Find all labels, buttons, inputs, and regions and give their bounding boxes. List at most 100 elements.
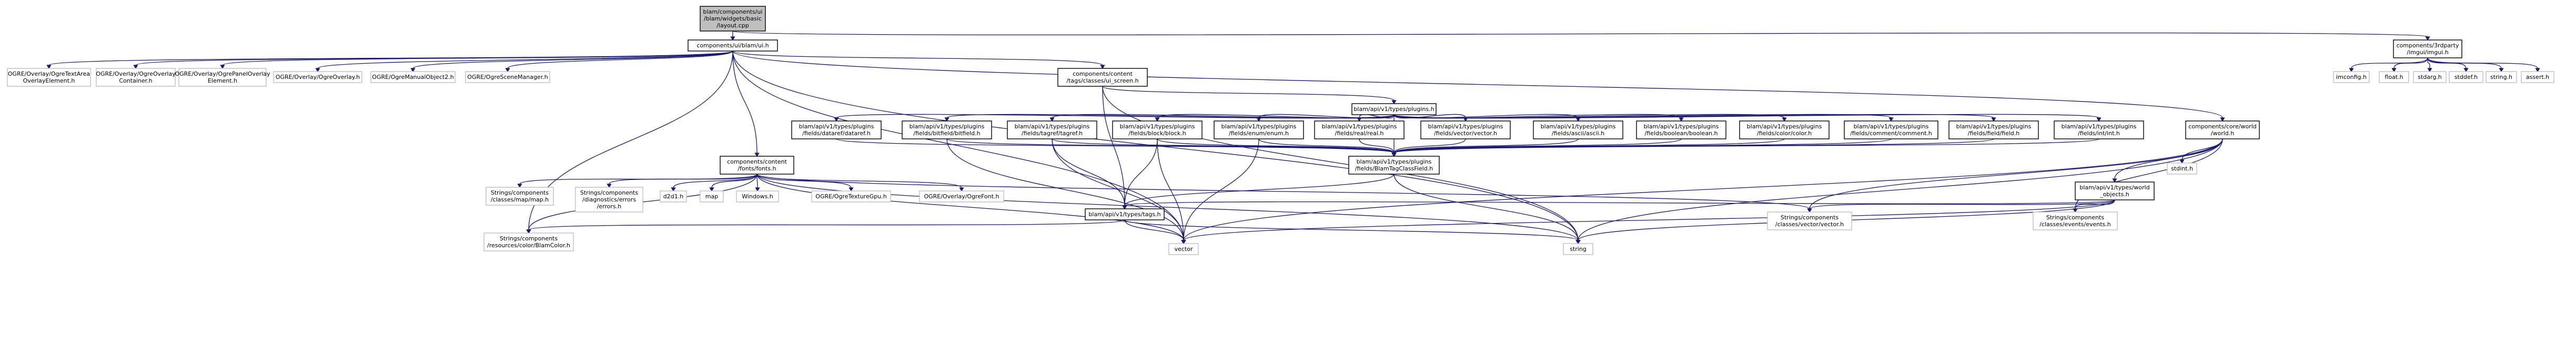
edge-fonts-to-ogre-font: [756, 174, 964, 192]
node-ui-blam[interactable]: components/ui/blam/ui.h: [688, 39, 778, 52]
edge-line: [732, 50, 757, 154]
edge-p-tagref-to-tags: [1052, 138, 1127, 210]
node-label: /fields/field/field.h: [1968, 130, 2020, 137]
node-assert: assert.h: [2521, 71, 2554, 83]
edge-plugins-to-p-enum: [1256, 114, 1395, 122]
edge-arrowhead: [1100, 65, 1105, 69]
node-box: [1007, 120, 1097, 139]
edge-arrowhead: [2349, 68, 2354, 73]
edge-arrowhead: [959, 187, 964, 192]
node-label: blam/api/v1/types/plugins: [1322, 123, 1397, 130]
node-p-int[interactable]: blam/api/v1/types/plugins/fields/int/int…: [2054, 120, 2144, 139]
node-box: [736, 190, 779, 203]
node-label: float.h: [2385, 74, 2403, 80]
node-map: map: [700, 190, 724, 203]
node-box: [1348, 156, 1440, 175]
node-box: [1420, 120, 1511, 139]
edge-arrowhead: [220, 65, 225, 69]
node-label: /fields/real/real.h: [1335, 130, 1384, 137]
node-box: [1314, 120, 1405, 139]
edge-line: [756, 174, 962, 188]
node-root[interactable]: blam/components/ui/blam/widgets/basic/la…: [700, 6, 766, 32]
node-s-vector: Strings/components/classes/vector/vector…: [1767, 211, 1852, 230]
edge-ui-screen-to-tags: [1102, 86, 1127, 210]
node-box: [273, 71, 362, 83]
edge-line: [1393, 138, 1466, 154]
node-label: _objects.h: [2099, 191, 2129, 198]
edge-line: [1102, 86, 1395, 101]
edge-arrowhead: [1575, 240, 1581, 245]
node-label: d2d1.h: [663, 193, 683, 200]
node-vector: vector: [1168, 243, 1199, 255]
node-p-bitfield[interactable]: blam/api/v1/types/plugins/fields/bitfiel…: [902, 120, 992, 139]
node-p-vector[interactable]: blam/api/v1/types/plugins/fields/vector/…: [1420, 120, 1511, 139]
node-imgui[interactable]: components/3rdparty/imgui/imgui.h: [2393, 39, 2462, 58]
node-label: OGRE/Overlay/OgreFont.h: [924, 193, 999, 200]
node-p-color[interactable]: blam/api/v1/types/plugins/fields/color/c…: [1739, 120, 1830, 139]
node-p-boolean[interactable]: blam/api/v1/types/plugins/fields/boolean…: [1636, 120, 1726, 139]
node-ui-screen[interactable]: components/content/tags/classes/ui_scree…: [1057, 68, 1148, 87]
node-label: blam/api/v1/types/tags.h: [1088, 211, 1160, 218]
node-label: blam/api/v1/types/plugins: [799, 123, 874, 130]
node-world-objects[interactable]: blam/api/v1/types/world_objects.h: [2075, 181, 2155, 200]
edge-arrowhead: [754, 153, 760, 157]
edge-line: [1393, 114, 2099, 119]
edge-fonts-to-s-errors: [607, 174, 757, 188]
node-p-block[interactable]: blam/api/v1/types/plugins/fields/block/b…: [1112, 120, 1203, 139]
node-label: blam/api/v1/types/plugins: [1221, 123, 1297, 130]
node-label: blam/api/v1/types/world: [2079, 184, 2149, 191]
edge-line: [756, 174, 1184, 241]
node-tagclass[interactable]: blam/api/v1/types/plugins/fields/BlamTag…: [1348, 156, 1440, 175]
edge-line: [1183, 138, 1259, 241]
node-box: [791, 120, 882, 139]
edge-root-to-ui-blam: [730, 31, 735, 41]
node-label: OGRE/Overlay/OgreOverlay.h: [276, 74, 360, 80]
node-s-errors: Strings/components/diagnostics/errors/er…: [575, 187, 643, 213]
node-label: /classes/map/map.h: [491, 196, 549, 203]
node-label: /tags/classes/ui_screen.h: [1066, 77, 1138, 84]
node-label: vector: [1175, 246, 1193, 252]
node-box: [811, 190, 891, 203]
node-label: string: [1570, 246, 1587, 252]
edge-arrowhead: [505, 68, 510, 73]
node-box: [2449, 71, 2483, 83]
node-label: /fields/boolean/boolean.h: [1644, 130, 1718, 137]
edge-line: [1052, 138, 1395, 154]
node-world[interactable]: components/core/world/world.h: [2185, 120, 2260, 139]
edge-line: [1393, 174, 1579, 241]
edge-fonts-to-string: [756, 174, 1581, 245]
node-tags[interactable]: blam/api/v1/types/tags.h: [1085, 208, 1165, 220]
node-fonts[interactable]: components/content/fonts/fonts.h: [720, 156, 794, 175]
node-p-dataref[interactable]: blam/api/v1/types/plugins/fields/dataref…: [791, 120, 882, 139]
node-s-color: Strings/components/resources/color/BlamC…: [483, 232, 574, 251]
node-label: imconfig.h: [2336, 74, 2367, 80]
node-label: OGRE/OgreTextureGpu.h: [815, 193, 886, 200]
edge-world-objects-to-s-events: [2073, 199, 2115, 213]
node-box: [700, 190, 724, 203]
node-label: string.h: [2490, 74, 2512, 80]
edge-imgui-to-stddef: [2427, 57, 2469, 73]
node-p-field[interactable]: blam/api/v1/types/plugins/fields/field/f…: [1948, 120, 2039, 139]
node-p-real[interactable]: blam/api/v1/types/plugins/fields/real/re…: [1314, 120, 1405, 139]
node-p-comment[interactable]: blam/api/v1/types/plugins/fields/comment…: [1844, 120, 1938, 139]
node-p-tagref[interactable]: blam/api/v1/types/plugins/fields/tagref/…: [1007, 120, 1097, 139]
node-label: stdarg.h: [2418, 74, 2442, 80]
edge-ui-blam-to-world: [732, 50, 2225, 122]
edge-arrowhead: [2096, 117, 2102, 122]
node-label: /resources/color/BlamColor.h: [487, 242, 570, 249]
edge-line: [1183, 199, 2115, 241]
node-p-enum[interactable]: blam/api/v1/types/plugins/fields/enum/en…: [1214, 120, 1304, 139]
edge-tags-to-s-color: [526, 219, 1125, 234]
edge-tags-to-vector: [1124, 219, 1186, 245]
edge-arrowhead: [1991, 117, 1996, 122]
node-box: [1112, 120, 1203, 139]
node-box: [720, 156, 794, 175]
edge-line: [946, 138, 1184, 241]
node-label: /fields/int/int.h: [2078, 130, 2120, 137]
edge-ui-screen-to-plugins: [1102, 86, 1397, 105]
node-p-ascii[interactable]: blam/api/v1/types/plugins/fields/ascii/a…: [1533, 120, 1623, 139]
node-plugins[interactable]: blam/api/v1/types/plugins.h: [1351, 103, 1437, 115]
edge-arrowhead: [709, 187, 714, 192]
node-stdarg: stdarg.h: [2413, 71, 2447, 83]
node-stdint: stdint.h: [2167, 163, 2197, 175]
